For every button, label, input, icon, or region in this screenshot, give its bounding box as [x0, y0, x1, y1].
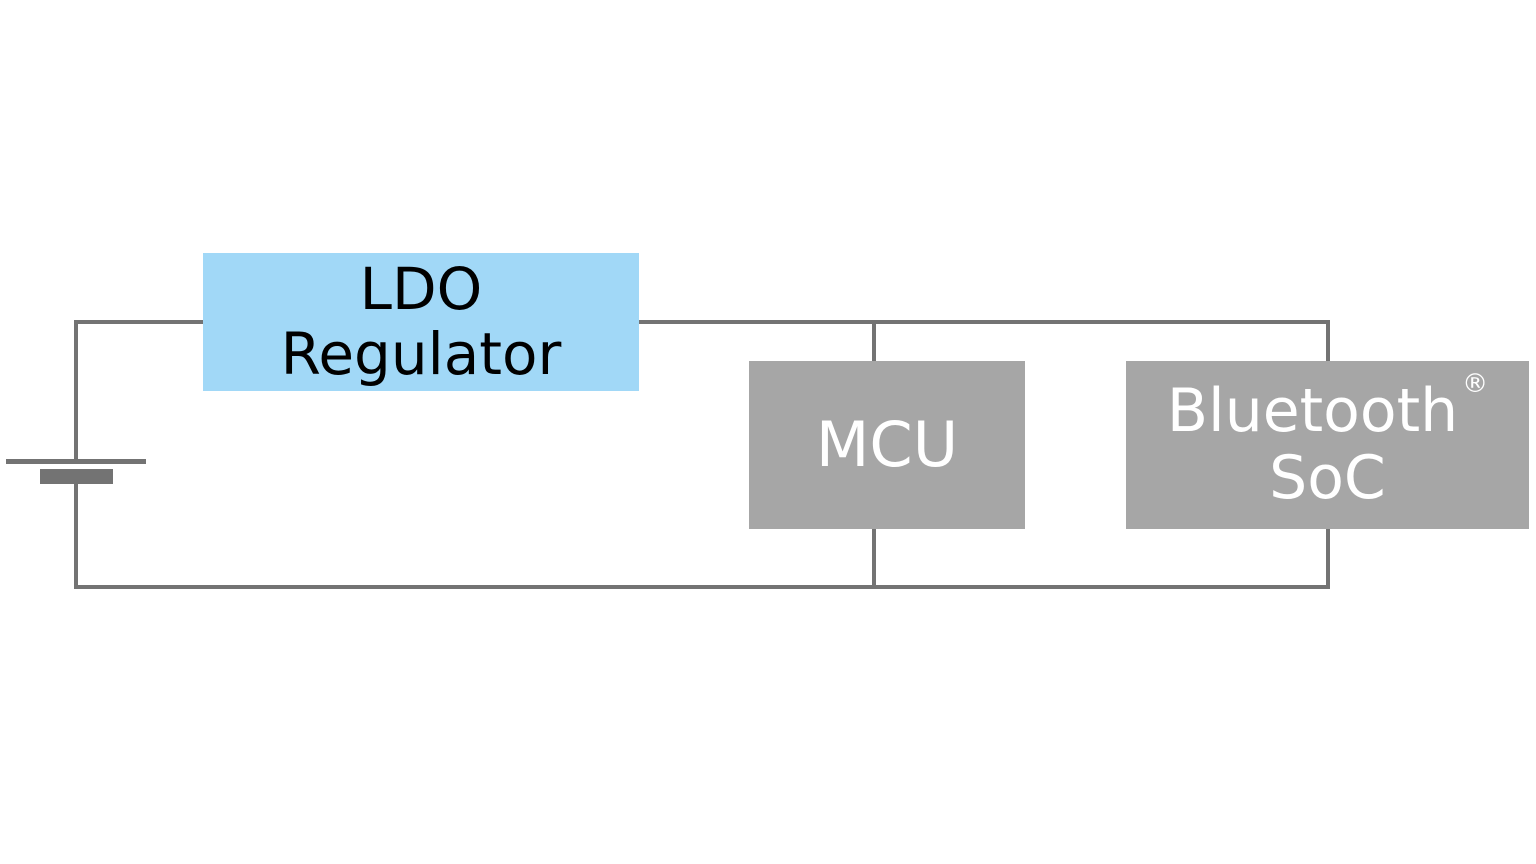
mcu-box-bg	[749, 361, 1025, 529]
registered-mark: ®	[1462, 368, 1489, 399]
mcu-label: MCU	[815, 408, 959, 482]
battery-icon	[6, 459, 146, 484]
bluetooth-line: Bluetooth®	[1166, 369, 1488, 446]
battery-positive-plate	[6, 459, 146, 464]
soc-label: SoC	[1269, 443, 1386, 513]
mcu-block: MCU	[749, 361, 1025, 529]
bluetooth-box-bg	[1126, 361, 1529, 529]
bluetooth-soc-block: Bluetooth® SoC	[1126, 361, 1529, 529]
bluetooth-label: Bluetooth	[1166, 375, 1459, 446]
ldo-box-bg	[203, 253, 639, 391]
regulator-label: Regulator	[280, 320, 562, 388]
battery-negative-plate	[40, 469, 113, 484]
ldo-regulator-block: LDO Regulator	[203, 253, 639, 391]
ldo-label: LDO	[359, 255, 483, 324]
